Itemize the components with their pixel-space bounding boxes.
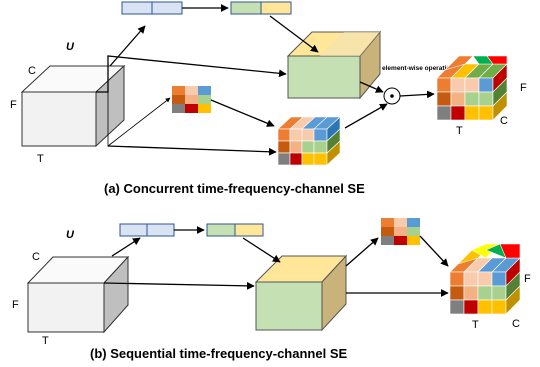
operation-label: element-wise operation	[382, 65, 454, 72]
axis-f-label-b: F	[12, 299, 19, 311]
arrows-a	[96, 4, 435, 156]
output-t-label-b: T	[472, 319, 479, 331]
axis-f-label-a: F	[10, 99, 17, 111]
axis-c-label-a: C	[28, 65, 36, 77]
axis-t-label-b: T	[42, 335, 49, 347]
frequency-descriptor-bar-a	[230, 1, 262, 15]
excitation-cube-a	[277, 116, 341, 166]
frequency-descriptor-bar-b	[206, 223, 236, 237]
channel-descriptor-bar-a	[121, 1, 183, 15]
spatial-grid-a	[172, 86, 211, 113]
channel-descriptor-bar-b	[119, 223, 175, 237]
input-tensor-b	[26, 255, 130, 334]
spatial-grid-b	[381, 218, 420, 245]
panel-b: U C F T	[12, 218, 531, 361]
caption-b: (b) Sequential time-frequency-channel SE	[90, 346, 347, 361]
output-cube-b	[449, 243, 521, 315]
arrows-b	[103, 226, 449, 297]
panel-a: U C F T	[10, 1, 527, 196]
time-descriptor-bar-b	[234, 223, 264, 237]
output-c-label-a: C	[500, 115, 508, 127]
output-f-label-b: F	[524, 273, 531, 285]
caption-a: (a) Concurrent time-frequency-channel SE	[104, 181, 365, 196]
axis-c-label-b: C	[32, 251, 40, 263]
time-descriptor-bar-a	[260, 1, 292, 15]
axis-t-label-a: T	[37, 153, 44, 165]
output-t-label-a: T	[456, 125, 463, 137]
input-label-a: U	[66, 41, 75, 53]
attention-volume-a	[286, 30, 382, 100]
output-f-label-a: F	[520, 82, 527, 94]
output-cube-a	[436, 55, 508, 121]
attention-volume-b	[254, 254, 348, 332]
input-label-b: U	[66, 229, 75, 241]
input-tensor-a	[20, 64, 126, 148]
output-c-label-b: C	[512, 318, 520, 330]
